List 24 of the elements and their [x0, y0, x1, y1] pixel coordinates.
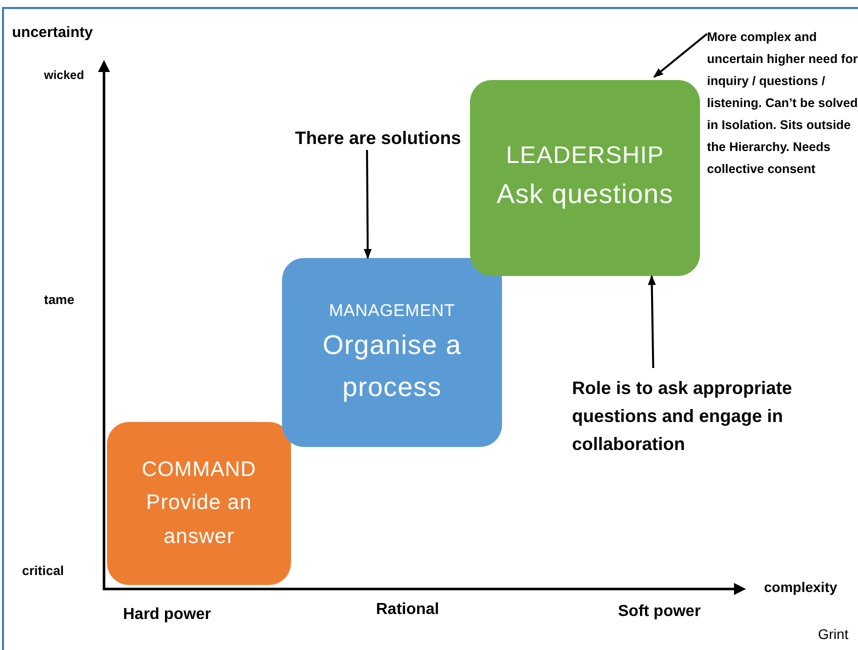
box-heading: LEADERSHIP — [506, 141, 664, 171]
arrow — [364, 150, 372, 259]
axis-tick-label: Hard power — [123, 605, 212, 625]
box-text: Organise a process — [322, 328, 462, 404]
box-text: Ask questions — [496, 178, 674, 211]
arrow — [653, 33, 708, 78]
axis-tick-label: Rational — [376, 600, 440, 620]
annotation-text: More complex and uncertain higher need for inquiry / questions / listening. Can’t be solved in Isolation. Sits outside the Hierarchy. Needs collective consent — [707, 29, 858, 178]
arrow — [648, 275, 656, 368]
axis-tick-label: critical — [22, 562, 64, 580]
leadership-box — [470, 80, 700, 276]
box-text: Provide an answer — [145, 490, 253, 550]
axis-title: complexity — [764, 578, 838, 597]
command-box — [107, 422, 291, 585]
annotation-text: There are solutions — [295, 127, 462, 150]
management-box — [282, 258, 502, 447]
axis-tick-label: Soft power — [618, 602, 701, 622]
axis-title: uncertainty — [12, 23, 93, 43]
annotation-text: Role is to ask appropriate questions and engage in collaboration — [572, 377, 794, 456]
source-credit: Grint — [818, 625, 848, 644]
axis-tick-label: tame — [44, 291, 74, 309]
box-heading: MANAGEMENT — [328, 300, 456, 322]
axis-tick-label: wicked — [44, 67, 84, 84]
box-heading: COMMAND — [142, 456, 256, 482]
